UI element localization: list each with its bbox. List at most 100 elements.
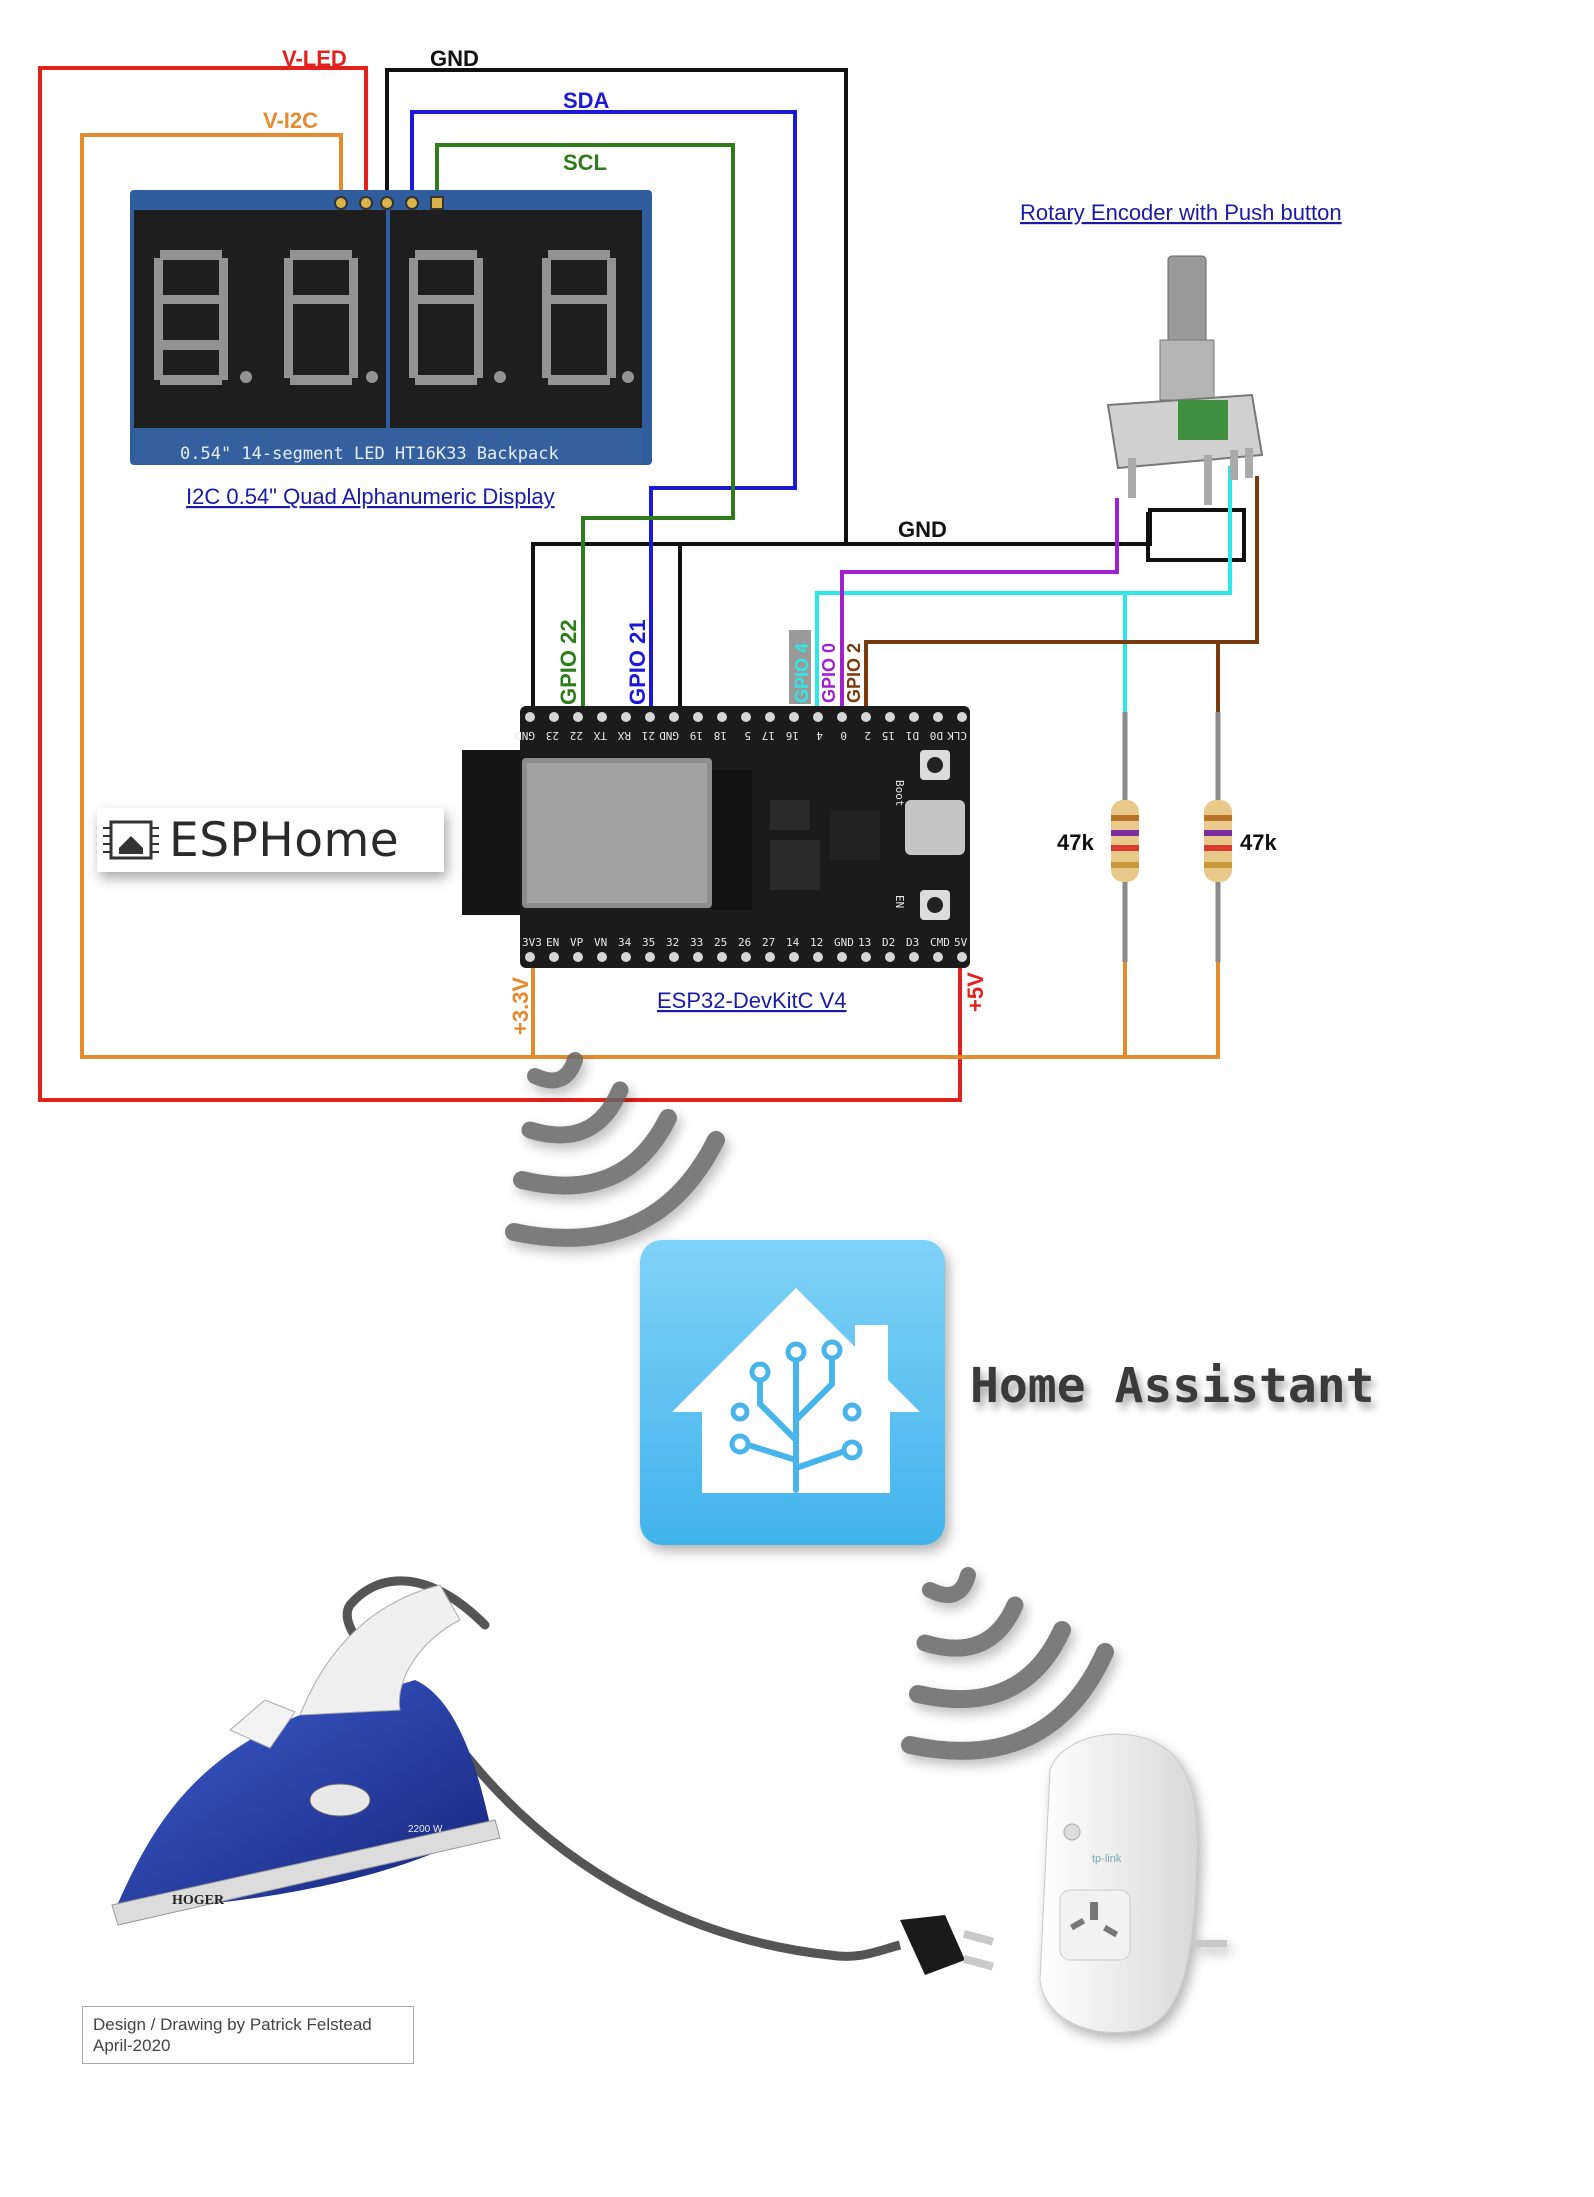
iron-wattage: 2200 W <box>408 1824 443 1835</box>
digit-2 <box>284 250 378 385</box>
display-silkscreen: 0.54" 14-segment LED HT16K33 Backpack <box>180 444 559 464</box>
v-i2c-label: V-I2C <box>263 108 318 133</box>
esp32-pin-bottom-26: 26 <box>738 936 751 949</box>
power-plug-icon <box>829 1915 994 1975</box>
esp32-pin-top-4: 4 <box>816 729 823 742</box>
esp32-pin-bottom-d3: D3 <box>906 936 919 949</box>
esp32-pin-top-2: 2 <box>864 729 871 742</box>
iron-brand: HOGER <box>172 1893 225 1908</box>
esp32-pin-bottom-13: 13 <box>858 936 871 949</box>
gpio2-wire <box>864 476 1259 717</box>
home-assistant-icon <box>640 1240 945 1545</box>
esp32-pin-top-22: 22 <box>570 729 583 742</box>
rotary-encoder <box>1106 255 1264 505</box>
gpio4-label-bg <box>789 630 811 704</box>
esp32-pin-top-rx: RX <box>617 729 631 742</box>
esp32-pin-top-5: 5 <box>744 729 751 742</box>
wifi-waves-icon <box>505 1052 725 1247</box>
esp32-pin-top-gnd: GND <box>659 729 679 742</box>
esp32-pin-bottom-14: 14 <box>786 936 800 949</box>
gpio22-label: GPIO 22 <box>556 619 581 705</box>
gnd-encoder-wire <box>844 508 1246 562</box>
esp32-pin-bottom-vn: VN <box>594 936 607 949</box>
credit-line-2: April-2020 <box>93 2036 171 2055</box>
esp32-label[interactable]: ESP32-DevKitC V4 <box>657 988 847 1013</box>
v-led-wire <box>38 66 962 1102</box>
steam-iron-icon: HOGER 2200 W <box>111 1576 835 1960</box>
v5-label: +5V <box>963 972 988 1012</box>
credit-line-1: Design / Drawing by Patrick Felstead <box>93 2015 372 2034</box>
esphome-title: ESPHome <box>169 812 400 868</box>
en-label: EN <box>893 895 906 908</box>
v33-label: +3.3V <box>508 977 533 1035</box>
esp32-pin-bottom-35: 35 <box>642 936 655 949</box>
encoder-label[interactable]: Rotary Encoder with Push button <box>1020 200 1342 225</box>
esp32-pin-bottom-en: EN <box>546 936 559 949</box>
gpio0-label: GPIO 0 <box>819 643 839 703</box>
esp32-top-pin-row <box>525 712 967 722</box>
digit-1 <box>154 250 252 385</box>
display-header-pins <box>334 196 444 210</box>
esp32-pin-bottom-12: 12 <box>810 936 823 949</box>
esp32-pin-top-18: 18 <box>714 729 727 742</box>
gpio21-label: GPIO 21 <box>625 619 650 705</box>
esphome-logo: ESPHome <box>97 808 444 872</box>
credit-box: Design / Drawing by Patrick Felstead Apr… <box>82 2006 414 2064</box>
gpio0-wire <box>840 498 1119 717</box>
esp32-bottom-pin-labels: 3V3 EN VP VN 34 35 32 33 25 26 27 14 12 GND 13 D2 D3 CMD 5… <box>522 936 968 949</box>
smart-plug-icon: tp-link <box>1039 1733 1227 2034</box>
esp32-pin-bottom-5v: 5V <box>954 936 968 949</box>
esp32-pin-bottom-cmd: CMD <box>930 936 950 949</box>
esp32-pin-top-tx: TX <box>593 729 607 742</box>
esp32-pin-top-d0: D0 <box>930 729 943 742</box>
sda-label: SDA <box>563 88 610 113</box>
resistor-right <box>1204 712 1232 962</box>
gnd-top-wire <box>385 68 848 717</box>
esp32-pin-top-gnd: GND <box>515 729 535 742</box>
home-assistant-title: Home Assistant <box>970 1358 1375 1414</box>
esp32-pin-top-17: 17 <box>762 729 775 742</box>
scl-label: SCL <box>563 150 607 175</box>
quad-alphanumeric-display: 0.54" 14-segment LED HT16K33 Backpack <box>130 190 652 465</box>
sda-wire <box>410 110 797 717</box>
esp32-top-pin-labels: GND 23 22 TX RX 21 GND 19 18 5 17 16 4 0 2 15 D1 D0 CLK <box>515 729 967 742</box>
display-label[interactable]: I2C 0.54" Quad Alphanumeric Display <box>186 484 555 509</box>
esp32-bottom-pin-row <box>525 952 967 962</box>
esp32-pin-top-d1: D1 <box>906 729 919 742</box>
esp32-pin-bottom-3v3: 3V3 <box>522 936 542 949</box>
esphome-chip-icon <box>103 818 159 862</box>
esp32-pin-top-16: 16 <box>786 729 799 742</box>
gpio4-wire <box>815 466 1232 717</box>
esp32-pin-top-0: 0 <box>840 729 847 742</box>
esp32-pin-bottom-33: 33 <box>690 936 703 949</box>
digit-4 <box>542 250 634 385</box>
resistor-right-label: 47k <box>1240 830 1277 855</box>
plug-brand: tp-link <box>1092 1853 1122 1865</box>
esp32-pin-bottom-27: 27 <box>762 936 775 949</box>
esp32-pin-bottom-d2: D2 <box>882 936 895 949</box>
esp32-pin-bottom-32: 32 <box>666 936 679 949</box>
resistor-left-label: 47k <box>1057 830 1094 855</box>
gnd-top-label: GND <box>430 46 479 71</box>
esp32-pin-top-clk: CLK <box>947 729 967 742</box>
esp32-pin-top-23: 23 <box>546 729 559 742</box>
scl-wire <box>435 143 735 717</box>
esp32-pin-bottom-gnd: GND <box>834 936 854 949</box>
v-led-label: V-LED <box>282 46 347 71</box>
gnd-encoder-label: GND <box>898 517 947 542</box>
v-i2c-wire <box>80 133 1220 1059</box>
wifi-waves-icon <box>901 1567 1114 1760</box>
esp32-pin-bottom-vp: VP <box>570 936 584 949</box>
esp32-pin-top-15: 15 <box>882 729 895 742</box>
esp32-pin-bottom-34: 34 <box>618 936 632 949</box>
resistor-left <box>1111 712 1139 962</box>
boot-label: Boot <box>893 780 906 807</box>
digit-3 <box>409 250 506 385</box>
esp32-pin-top-19: 19 <box>690 729 703 742</box>
gpio2-label: GPIO 2 <box>844 643 864 703</box>
esp32-pin-bottom-25: 25 <box>714 936 727 949</box>
esp32-pin-top-21: 21 <box>642 729 655 742</box>
gpio4-label: GPIO 4 <box>792 643 812 703</box>
